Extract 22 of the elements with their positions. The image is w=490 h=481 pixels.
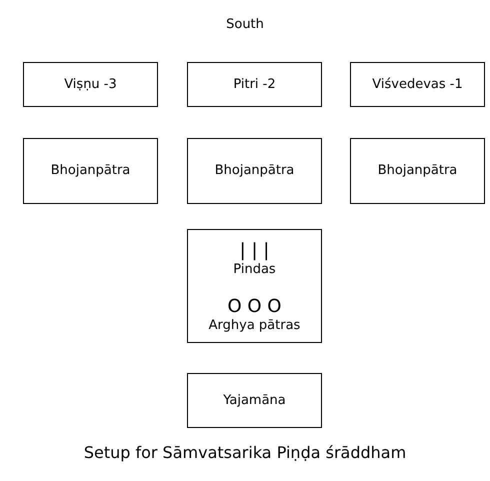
place-box (23, 62, 158, 107)
place-box (187, 373, 322, 428)
node-label: Pindas (233, 261, 276, 279)
place-box (350, 62, 485, 107)
node-label: Yajamāna (223, 392, 286, 410)
place-box (187, 229, 322, 291)
node-label: Bhojanpātra (50, 162, 130, 180)
node-label: Viṣṇu -3 (64, 76, 117, 94)
place-box (23, 138, 158, 204)
place-box (187, 62, 322, 107)
node-label: Arghya pātras (208, 317, 300, 335)
direction-label: South (225, 17, 265, 32)
node-label: Viśvedevas -1 (372, 76, 463, 94)
node-label: Bhojanpātra (378, 162, 458, 180)
symbol-row: O O O (228, 297, 282, 318)
caption: Setup for Sāmvatsarika Piṇḍa śrāddham (82, 443, 408, 462)
place-box (350, 138, 485, 204)
place-box (187, 138, 322, 204)
node-label: Pitri -2 (233, 76, 276, 94)
node-label: Bhojanpātra (214, 162, 294, 180)
symbol-row: | | | (240, 241, 270, 262)
place-box (187, 290, 322, 343)
